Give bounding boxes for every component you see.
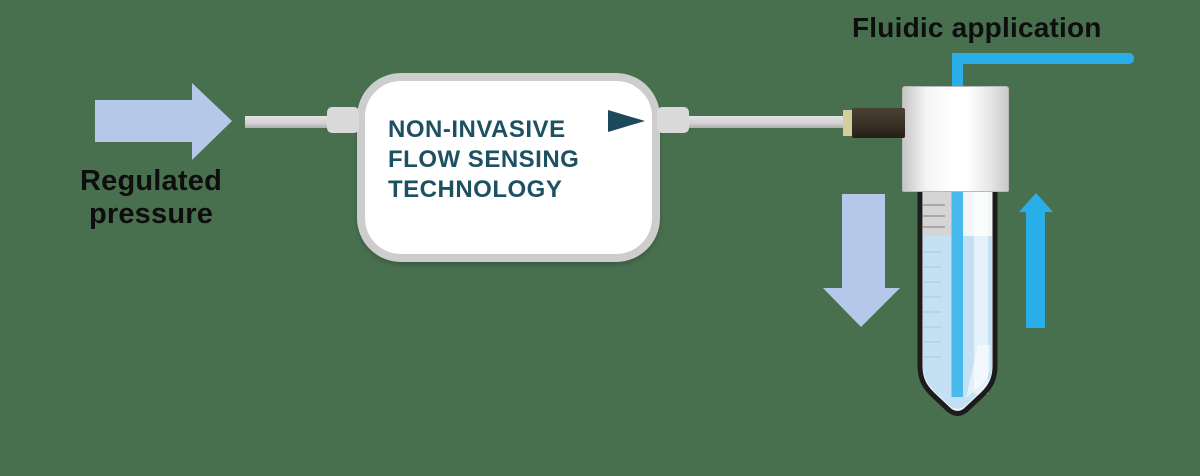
flow-sensor-box: [357, 73, 660, 262]
pressure-label-line1: Regulated: [80, 165, 222, 197]
regulated-pressure-label: Regulated pressure: [48, 165, 254, 231]
vial-graduations-upper: [923, 204, 945, 228]
sensor-title-line2: FLOW SENSING: [388, 146, 580, 173]
sensor-inlet-port: [327, 107, 359, 133]
vial-outline: [917, 190, 998, 416]
sample-vial: [917, 190, 998, 416]
supply-tube-horizontal: [952, 53, 1134, 64]
inlet-tubing: [245, 116, 332, 128]
pressure-label-line2: pressure: [88, 198, 214, 230]
supply-tube-vertical: [952, 53, 963, 93]
vial-graduations-lower: [923, 251, 941, 358]
cap-connector: [852, 108, 905, 138]
vial-headspace-shade: [923, 190, 953, 237]
outlet-tubing: [688, 116, 846, 128]
pressure-down-arrow-icon: [823, 194, 900, 327]
flow-sensor-title: NON-INVASIVE FLOW SENSING TECHNOLOGY: [388, 115, 579, 205]
vial-cap: [902, 86, 1009, 192]
fluidic-application-label: Fluidic application: [852, 12, 1102, 43]
sensor-title-line3: TECHNOLOGY: [388, 176, 563, 203]
connector-collar: [843, 110, 854, 136]
sensor-outlet-port: [657, 107, 689, 133]
flow-direction-icon: [608, 110, 645, 132]
sensor-title-line1: NON-INVASIVE: [388, 116, 566, 143]
vial-highlight: [974, 192, 988, 394]
vial-cone-highlight: [966, 345, 990, 398]
flow-up-arrow-icon: [1019, 193, 1053, 328]
vial-inner-tube: [951, 190, 963, 397]
regulated-pressure-arrow-icon: [95, 83, 232, 160]
